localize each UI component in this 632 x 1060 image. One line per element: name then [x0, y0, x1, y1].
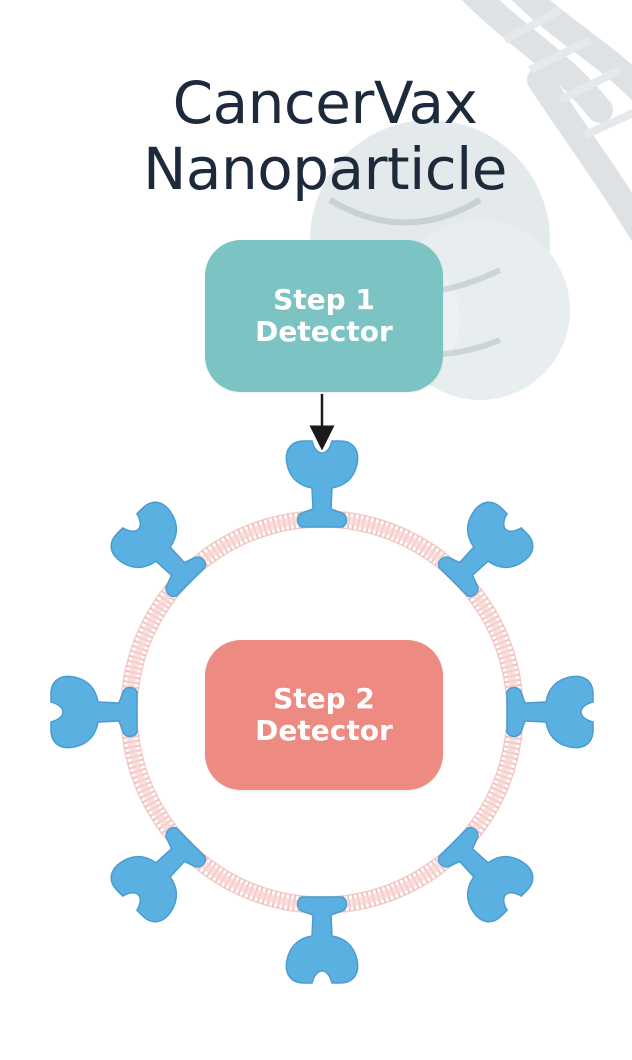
receptor-bottom-right-icon	[427, 816, 541, 930]
step-2-detector-box: Step 2 Detector	[205, 640, 443, 790]
step-1-label: Step 1	[273, 283, 375, 316]
receptor-top-left-icon	[103, 494, 217, 608]
title-line-1: CancerVax	[172, 69, 478, 137]
receptor-right-icon	[506, 675, 594, 749]
receptor-bottom-left-icon	[103, 816, 217, 930]
step-1-detector-label: Detector	[255, 315, 393, 348]
page-title: CancerVax Nanoparticle	[0, 70, 632, 202]
receptor-top-right-icon	[427, 494, 541, 608]
step-2-detector-label: Detector	[255, 714, 393, 747]
step-1-detector-box: Step 1 Detector	[205, 240, 443, 392]
receptor-top-icon	[285, 440, 359, 528]
step-2-label: Step 2	[273, 682, 375, 715]
receptor-bottom-icon	[285, 896, 359, 984]
title-line-2: Nanoparticle	[143, 135, 507, 203]
